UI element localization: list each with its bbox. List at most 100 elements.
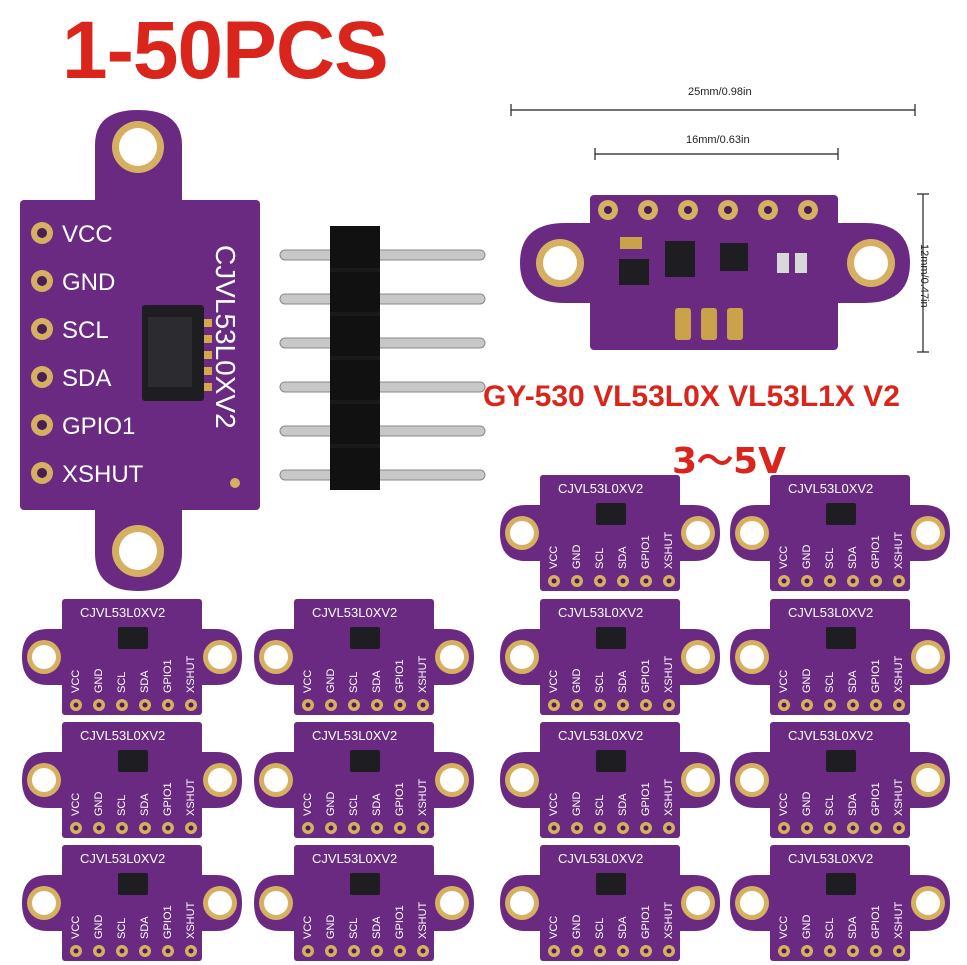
small-board-label: CJVL53L0XV2 <box>788 851 873 866</box>
small-board-pin-label: GND <box>325 669 337 694</box>
small-board-pin-label: VCC <box>778 670 790 693</box>
small-board-label: CJVL53L0XV2 <box>558 728 643 743</box>
pin-header <box>279 226 486 490</box>
small-board-pin-label: GPIO1 <box>640 782 652 816</box>
small-board-pin-label: GND <box>571 915 583 940</box>
small-board-pin-label: XSHUT <box>185 901 197 939</box>
small-board-pin-label: GPIO1 <box>162 905 174 939</box>
small-board-pin-label: GND <box>801 545 813 570</box>
small-board-pin-label: SDA <box>139 793 151 816</box>
small-board-label: CJVL53L0XV2 <box>312 728 397 743</box>
small-board-pin-label: GPIO1 <box>870 782 882 816</box>
small-board-pin-label: VCC <box>302 670 314 693</box>
pin-label-sda: SDA <box>62 365 111 392</box>
small-board-pin-label: VCC <box>548 670 560 693</box>
small-board-pin-label: VCC <box>548 793 560 816</box>
small-board-label: CJVL53L0XV2 <box>788 481 873 496</box>
small-board-pin-label: SCL <box>824 672 836 693</box>
dimension-width-inner: 16mm/0.63in <box>686 134 750 146</box>
small-board-pin-label: SDA <box>847 916 859 939</box>
small-board-label: CJVL53L0XV2 <box>80 851 165 866</box>
small-board-pin-label: VCC <box>548 916 560 939</box>
pin-label-gnd: GND <box>62 269 115 296</box>
board-label-large: CJVL53L0XV2 <box>210 245 241 429</box>
small-board-label: CJVL53L0XV2 <box>558 851 643 866</box>
dimension-lines <box>510 104 929 353</box>
small-board-pin-label: SDA <box>371 670 383 693</box>
small-board-label: CJVL53L0XV2 <box>558 481 643 496</box>
small-board-pin-label: XSHUT <box>663 531 675 569</box>
small-board-pin-label: VCC <box>70 670 82 693</box>
dimension-width-total: 25mm/0.98in <box>688 86 752 98</box>
small-board-pin-label: SDA <box>847 546 859 569</box>
small-board-pin-label: VCC <box>548 546 560 569</box>
small-board-pin-label: SDA <box>139 670 151 693</box>
small-board-pin-label: VCC <box>778 793 790 816</box>
small-board-pin-label: GPIO1 <box>640 905 652 939</box>
small-board-pin-label: SCL <box>348 672 360 693</box>
small-board-pin-label: XSHUT <box>893 655 905 693</box>
small-board-pin-label: XSHUT <box>663 655 675 693</box>
small-board-label: CJVL53L0XV2 <box>788 728 873 743</box>
small-board-pin-label: GND <box>571 669 583 694</box>
small-board-pin-label: XSHUT <box>417 778 429 816</box>
model-text: GY-530 VL53L0X VL53L1X V2 <box>483 380 900 413</box>
small-board-pin-label: VCC <box>70 916 82 939</box>
small-board-pin-label: GND <box>571 792 583 817</box>
small-board-label: CJVL53L0XV2 <box>558 605 643 620</box>
small-board-pin-label: GND <box>801 915 813 940</box>
small-board-pin-label: GND <box>571 545 583 570</box>
small-board-pin-label: GPIO1 <box>394 782 406 816</box>
small-board-pin-label: GND <box>801 669 813 694</box>
small-board-pin-label: XSHUT <box>663 778 675 816</box>
small-board-label: CJVL53L0XV2 <box>788 605 873 620</box>
pin-label-gpio1: GPIO1 <box>62 413 135 440</box>
small-board-pin-label: SDA <box>617 670 629 693</box>
small-board-pin-label: XSHUT <box>417 655 429 693</box>
small-board-pin-label: SCL <box>348 795 360 816</box>
pin-label-xshut: XSHUT <box>62 461 144 488</box>
small-board-pin-label: XSHUT <box>185 655 197 693</box>
small-board-pin-label: VCC <box>302 916 314 939</box>
small-board-pin-label: SCL <box>824 548 836 569</box>
small-board-pin-label: SCL <box>594 918 606 939</box>
small-board-pin-label: GND <box>325 792 337 817</box>
small-board-pin-label: SCL <box>824 918 836 939</box>
small-board-pin-label: SCL <box>594 795 606 816</box>
small-board-pin-label: SDA <box>847 670 859 693</box>
small-board-pin-label: VCC <box>778 546 790 569</box>
small-board-pin-label: SCL <box>594 548 606 569</box>
small-board-pin-label: GND <box>325 915 337 940</box>
small-board-pin-label: VCC <box>778 916 790 939</box>
small-board-pin-label: GPIO1 <box>394 905 406 939</box>
small-board-pin-label: SCL <box>824 795 836 816</box>
small-board-pin-label: XSHUT <box>663 901 675 939</box>
small-board-pin-label: GPIO1 <box>162 782 174 816</box>
small-board-pin-label: SDA <box>139 916 151 939</box>
small-board-pin-label: SDA <box>617 916 629 939</box>
small-board-pin-label: XSHUT <box>185 778 197 816</box>
small-board-pin-label: SDA <box>617 546 629 569</box>
small-board-pin-label: GPIO1 <box>870 905 882 939</box>
pin-label-vcc: VCC <box>62 221 113 248</box>
small-board-pin-label: GPIO1 <box>394 659 406 693</box>
small-board-pin-label: SCL <box>594 672 606 693</box>
small-board-pin-label: GND <box>801 792 813 817</box>
small-board-pin-label: SDA <box>371 916 383 939</box>
small-board-pin-label: GPIO1 <box>870 659 882 693</box>
small-board-pin-label: SDA <box>371 793 383 816</box>
small-board-pin-label: XSHUT <box>417 901 429 939</box>
small-board-pin-label: VCC <box>70 793 82 816</box>
